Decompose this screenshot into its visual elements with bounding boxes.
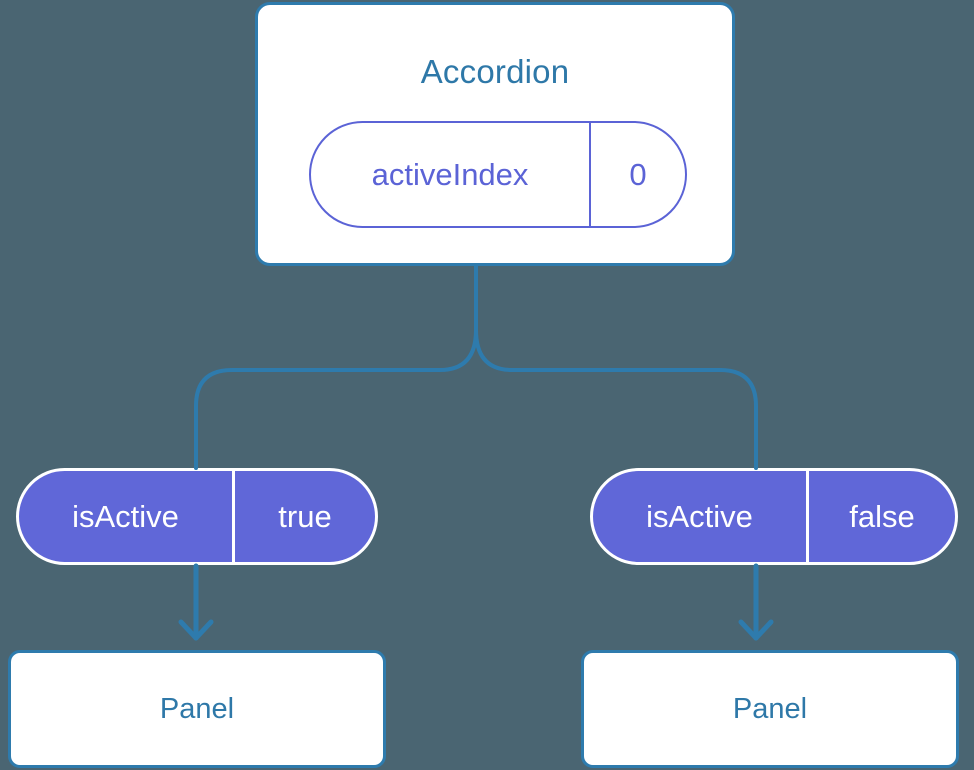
right-branch-prop-value: false: [849, 498, 915, 534]
right-panel-label: Panel: [732, 692, 808, 725]
left-panel-label: Panel: [159, 692, 235, 725]
tree-fork-connector: [194, 264, 478, 470]
right-branch-prop-name: isActive: [593, 471, 809, 562]
accordion-component-card[interactable]: Accordion activeIndex 0: [255, 2, 735, 266]
arrow-down-icon-left: [178, 563, 214, 641]
right-branch-prop-pill[interactable]: isActive false: [590, 468, 958, 565]
accordion-prop-name: activeIndex: [311, 123, 592, 226]
left-branch-prop-value: true: [278, 498, 332, 534]
accordion-prop-pill[interactable]: activeIndex 0: [309, 121, 687, 228]
accordion-title: Accordion: [420, 53, 570, 90]
left-branch-prop-pill[interactable]: isActive true: [16, 468, 378, 565]
left-branch-prop-name: isActive: [19, 471, 235, 562]
accordion-prop-value: 0: [629, 156, 647, 192]
right-panel-card[interactable]: Panel: [581, 650, 959, 768]
left-panel-card[interactable]: Panel: [8, 650, 386, 768]
tree-fork-connector-right: [474, 264, 758, 470]
arrow-down-icon-right: [738, 563, 774, 641]
